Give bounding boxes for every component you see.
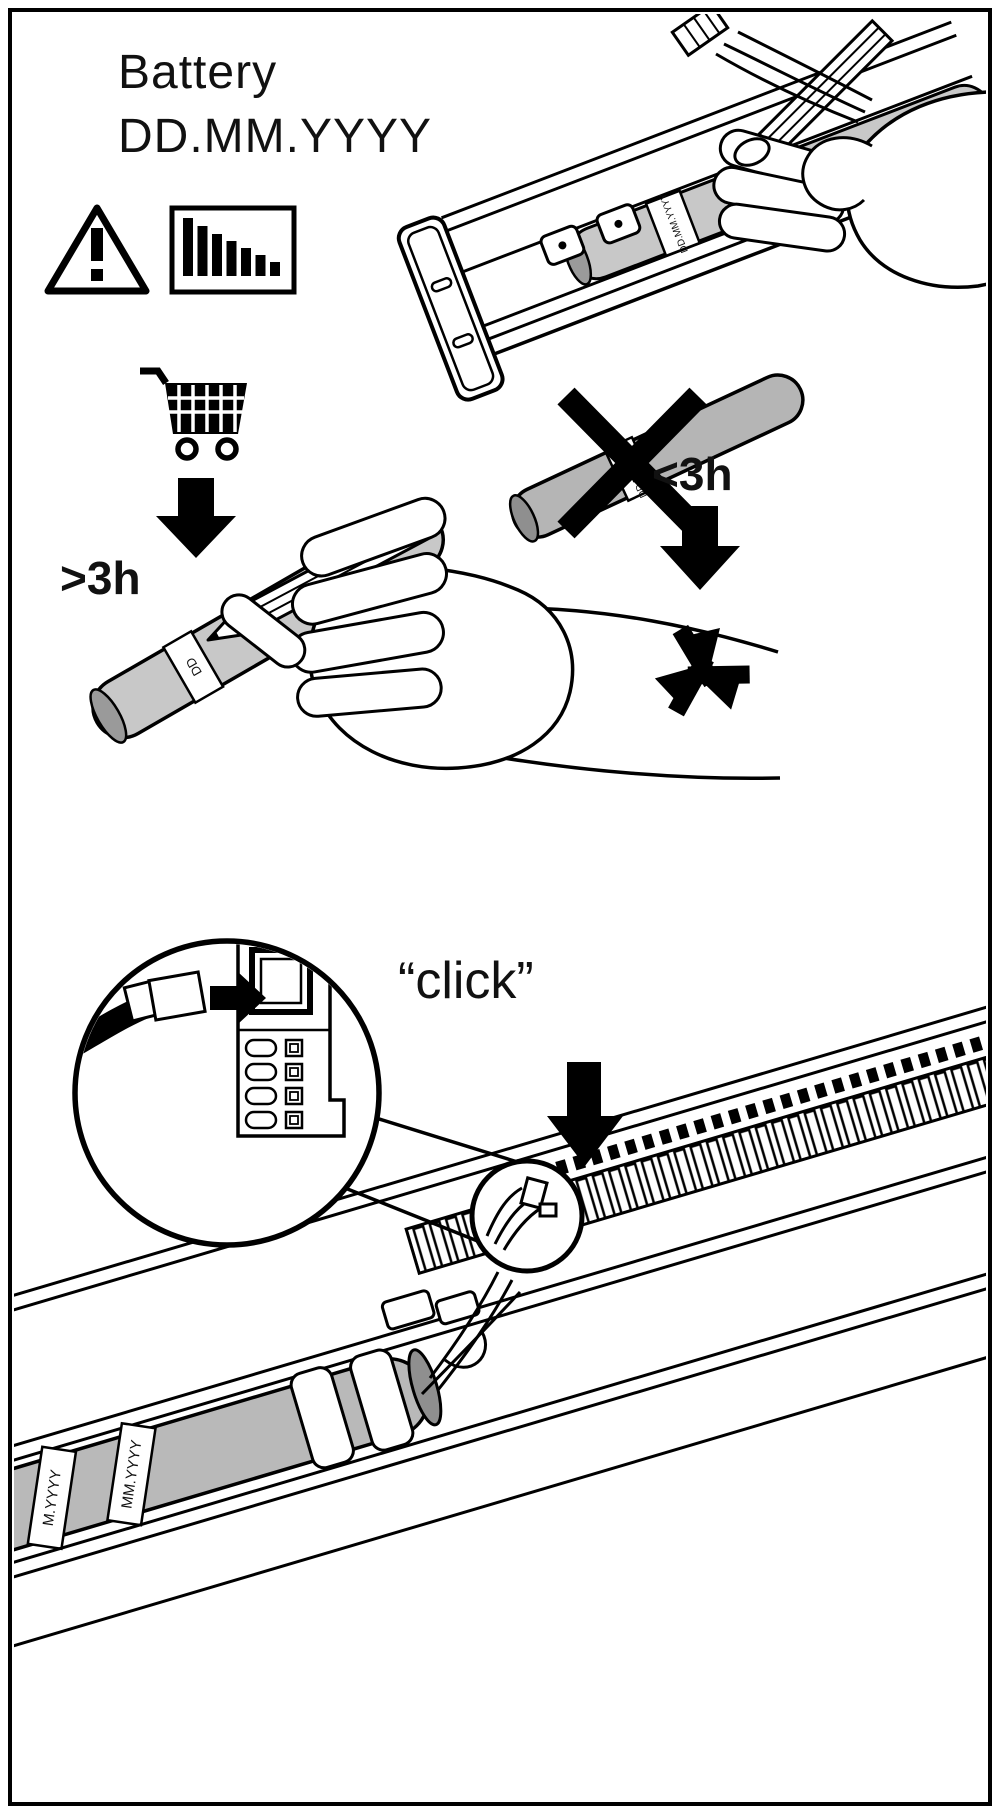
writing-hand bbox=[712, 90, 986, 289]
plug bbox=[147, 970, 207, 1022]
finger bbox=[717, 202, 847, 253]
tube-clip bbox=[595, 203, 642, 245]
terminal-block bbox=[244, 1038, 304, 1130]
finger bbox=[300, 496, 447, 578]
housing-end-cap bbox=[396, 215, 505, 402]
warning-triangle-icon bbox=[44, 204, 150, 295]
click-caption: “click” bbox=[398, 952, 534, 1010]
cross-icon bbox=[557, 387, 707, 539]
down-arrow-icon bbox=[660, 506, 740, 590]
tube-strap bbox=[349, 1348, 415, 1452]
insert-arrow-icon bbox=[210, 972, 266, 1024]
title-line1: Battery bbox=[118, 46, 277, 99]
tube-dd-label: DD bbox=[161, 629, 225, 705]
thumb bbox=[801, 136, 873, 212]
tube-clip bbox=[539, 224, 586, 266]
title-line2: DD.MM.YYYY bbox=[118, 110, 432, 163]
duration-more-3h: >3h bbox=[60, 552, 141, 604]
cable-clamp bbox=[380, 1289, 436, 1331]
cable-clamp bbox=[434, 1290, 481, 1326]
shopping-cart-icon bbox=[140, 367, 247, 461]
rail-tube-label: MM.YYYY bbox=[105, 1421, 157, 1527]
callout-line bbox=[375, 1116, 525, 1166]
detail-circle-content bbox=[78, 944, 346, 1138]
finger bbox=[290, 552, 448, 626]
battery-wires bbox=[420, 1271, 522, 1396]
mini-clip-part bbox=[538, 1202, 558, 1218]
fingertip bbox=[733, 137, 771, 167]
duration-less-3h: <3h bbox=[652, 448, 733, 500]
finger bbox=[296, 667, 443, 718]
thumb bbox=[220, 593, 307, 669]
page-border bbox=[8, 8, 992, 1806]
cable-connector bbox=[670, 14, 730, 58]
tube-strap bbox=[289, 1366, 355, 1470]
down-arrow-icon bbox=[156, 478, 236, 558]
callout-line bbox=[344, 1186, 481, 1244]
rail-tube-label: M.YYYY bbox=[26, 1445, 78, 1551]
battery-level-icon bbox=[169, 205, 297, 295]
connection-point-content bbox=[485, 1176, 558, 1251]
writing-hand bbox=[220, 496, 781, 781]
connection-point-circle bbox=[469, 1158, 585, 1274]
page-title: Battery DD.MM.YYYY bbox=[118, 46, 432, 163]
down-arrow-icon bbox=[547, 1062, 623, 1166]
supply-cable bbox=[670, 14, 873, 124]
mini-plug bbox=[519, 1176, 549, 1210]
